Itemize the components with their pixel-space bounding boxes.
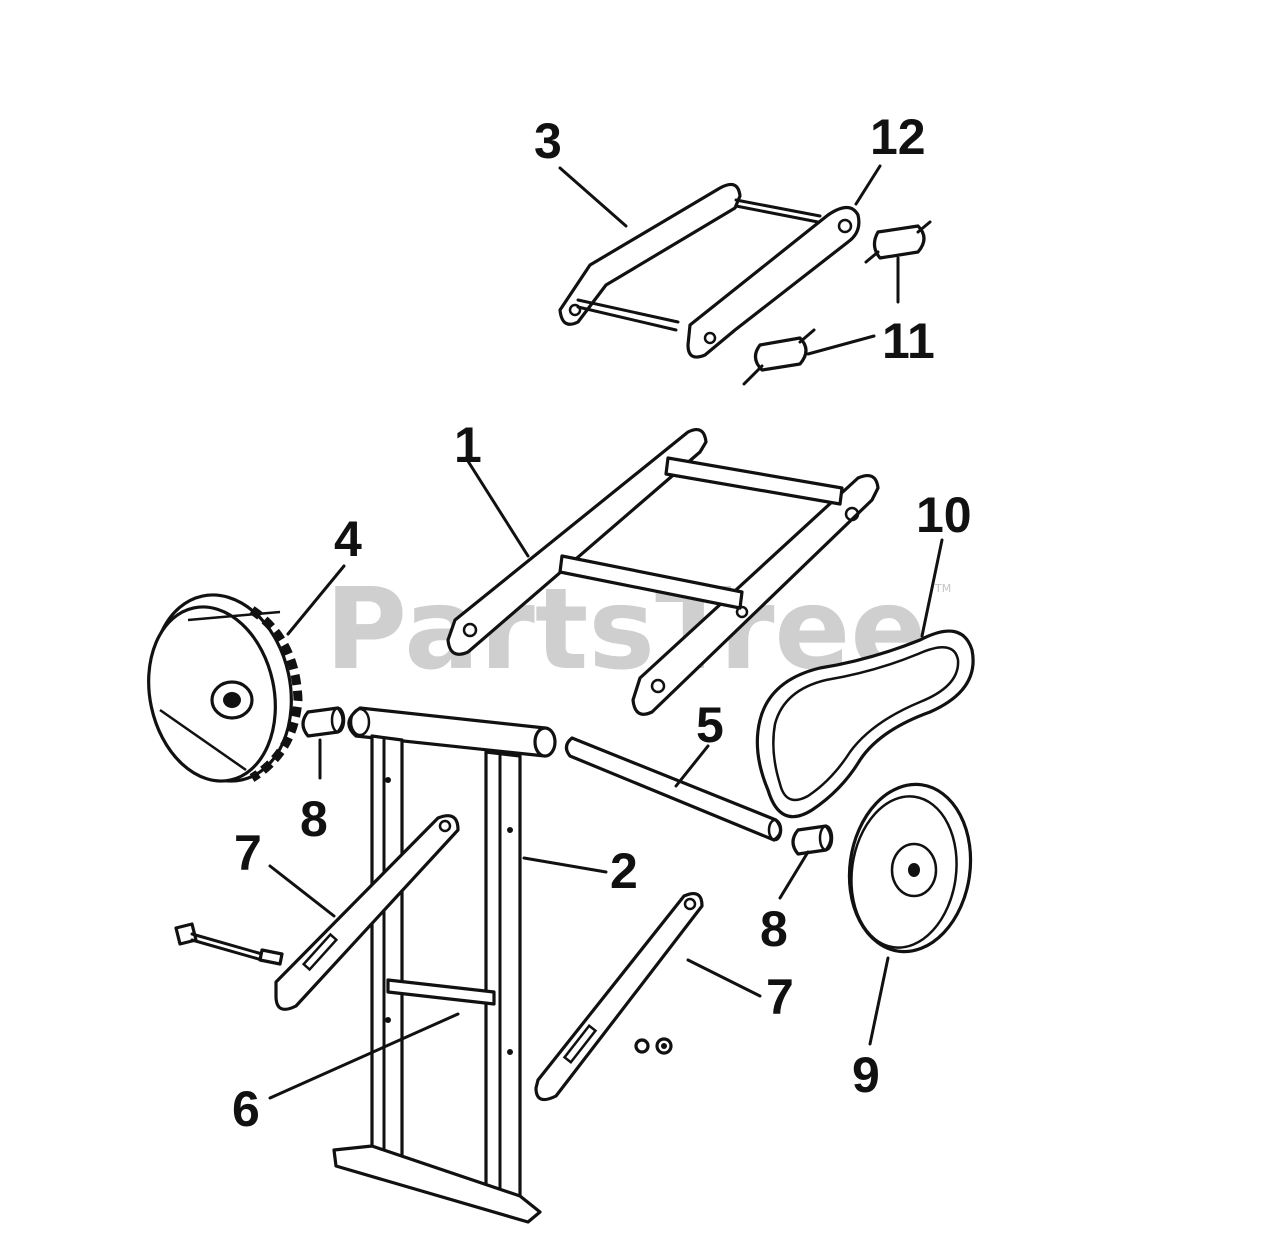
part-10-belt <box>755 629 975 819</box>
part-4-wheel-left <box>147 593 303 783</box>
part-11-knob <box>742 328 816 386</box>
part-5-axle <box>564 736 783 842</box>
callout-label-2: 2 <box>610 843 638 899</box>
callout-label-3: 3 <box>534 113 562 169</box>
watermark-tm: TM <box>934 582 951 595</box>
callout-label-11: 11 <box>882 313 935 369</box>
leader-lines <box>268 164 944 1100</box>
part-7-brace-right <box>534 892 704 1102</box>
callout-label-7-right: 7 <box>766 969 794 1025</box>
part-12-grip <box>864 220 932 264</box>
part-7-brace-left <box>274 814 460 1011</box>
part-8-spacer-left <box>301 706 346 738</box>
callout-label-1: 1 <box>454 417 482 473</box>
callout-label-5: 5 <box>696 697 724 753</box>
callout-label-9: 9 <box>852 1047 880 1103</box>
part-6-cross-rod <box>386 978 496 1006</box>
part-2-stand <box>332 706 557 1224</box>
part-3-handle-bracket <box>558 182 861 359</box>
callout-label-4: 4 <box>334 511 362 567</box>
callout-label-12: 12 <box>870 109 926 165</box>
callout-numbers: 3 12 11 1 4 10 5 8 2 7 8 7 9 6 <box>232 109 972 1137</box>
part-9-pulley <box>847 782 973 954</box>
part-1-upper-frame <box>446 428 880 716</box>
nut-hardware <box>634 1037 673 1055</box>
callout-label-7-left: 7 <box>234 825 262 881</box>
callout-label-6: 6 <box>232 1081 260 1137</box>
part-8-spacer-right <box>791 824 834 856</box>
callout-label-10: 10 <box>916 487 972 543</box>
callout-label-8-left: 8 <box>300 791 328 847</box>
bolt-hardware <box>174 922 284 966</box>
callout-label-8-right: 8 <box>760 901 788 957</box>
